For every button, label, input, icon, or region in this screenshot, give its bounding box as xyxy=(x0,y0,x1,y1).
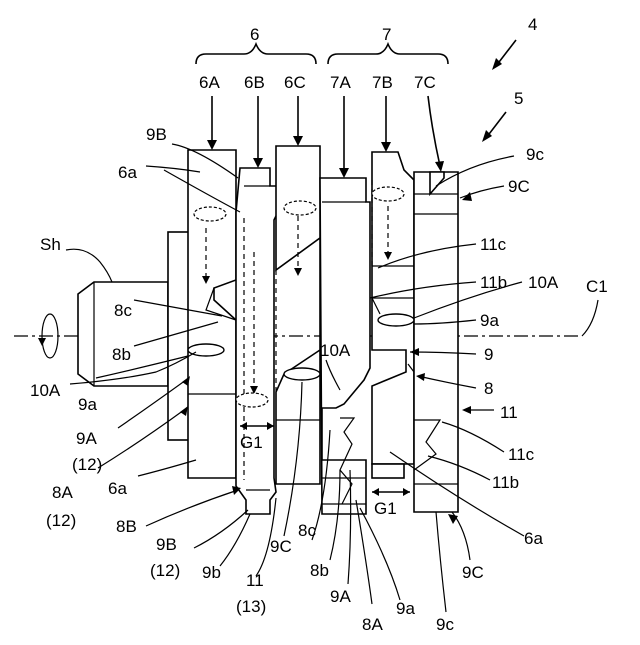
label-9A-bottom: 9A xyxy=(330,587,351,606)
tooth-7c xyxy=(414,172,458,512)
leader-8b-left xyxy=(146,490,238,526)
label-9c-top: 9c xyxy=(526,145,544,164)
shaft-sh xyxy=(78,282,168,386)
label-11b-right: 11b xyxy=(492,473,519,492)
label-paren12-a: (12) xyxy=(72,455,102,474)
label-6a-left: 6a xyxy=(108,479,127,498)
label-8A-bottom: 8A xyxy=(362,615,383,634)
label-11-right: 11 xyxy=(500,403,518,422)
label-8b-left: 8b xyxy=(112,345,131,364)
label-6: 6 xyxy=(250,25,259,44)
label-9B-top: 9B xyxy=(146,125,167,144)
label-6a-right: 6a xyxy=(524,529,543,548)
label-9a-right: 9a xyxy=(480,311,499,330)
label-g1-left: G1 xyxy=(240,433,263,452)
label-paren12-c: (12) xyxy=(150,561,180,580)
label-9b-bottom: 9b xyxy=(202,563,221,582)
arrow-6b-head-icon xyxy=(253,158,263,168)
label-7B: 7B xyxy=(372,73,393,92)
arrow-7c-head-icon xyxy=(435,161,444,172)
label-9a-bottom: 9a xyxy=(396,599,415,618)
leader-9b-bottom xyxy=(194,510,248,548)
label-9a-left: 9a xyxy=(78,395,97,414)
leader-9a-bottom2 xyxy=(360,508,400,600)
label-10A-right: 10A xyxy=(528,273,559,292)
label-8b-bottom: 8b xyxy=(310,561,329,580)
label-8c-left: 8c xyxy=(114,301,132,320)
arrow-7c-line xyxy=(428,96,440,166)
label-5: 5 xyxy=(514,89,523,108)
label-9A-left: 9A xyxy=(76,429,97,448)
tooth-6b xyxy=(236,168,278,514)
label-9c-bottom: 9c xyxy=(436,615,454,634)
label-9C-right: 9C xyxy=(462,563,484,582)
leader-9c-lower xyxy=(436,512,446,612)
label-paren13: (13) xyxy=(236,597,266,616)
arrow-7a-head-icon xyxy=(339,168,349,178)
label-10A-mid: 10A xyxy=(320,341,351,360)
label-8B-left: 8B xyxy=(116,517,137,536)
label-6A: 6A xyxy=(199,73,220,92)
label-8A-left: 8A xyxy=(52,483,73,502)
rotation-arrowhead-icon xyxy=(38,338,46,346)
label-11-bottom: 11 xyxy=(246,571,264,590)
label-11c-right: 11c xyxy=(508,445,535,464)
label-7A: 7A xyxy=(330,73,351,92)
drop-6a xyxy=(194,207,226,221)
drop-7b xyxy=(372,187,404,201)
arrow-7b-head-icon xyxy=(381,142,391,152)
label-8c-bottom: 8c xyxy=(298,521,316,540)
arrow-6c-head-icon xyxy=(293,136,303,146)
tooth-7b-foot xyxy=(372,464,404,478)
sh-leader xyxy=(66,249,112,282)
label-4: 4 xyxy=(528,15,537,34)
flow-6c-arrow-icon xyxy=(294,268,302,276)
label-g1-right: G1 xyxy=(374,499,397,518)
label-6B: 6B xyxy=(244,73,265,92)
label-6a-top: 6a xyxy=(118,163,137,182)
drop-6c xyxy=(284,201,316,215)
blob-10a-right xyxy=(378,314,414,326)
label-c1: C1 xyxy=(586,277,608,296)
label-9-right: 9 xyxy=(484,345,493,364)
label-8-right: 8 xyxy=(484,379,493,398)
drop-6b-bottom xyxy=(236,393,268,407)
tooth-6c xyxy=(276,146,320,484)
label-7: 7 xyxy=(382,25,391,44)
label-sh: Sh xyxy=(40,235,61,254)
c1-leader xyxy=(582,300,598,336)
bracket-6 xyxy=(196,44,316,64)
label-9B-bottom: 9B xyxy=(156,535,177,554)
label-9C-bottom: 9C xyxy=(270,537,292,556)
arrow-6a-head-icon xyxy=(207,140,217,150)
label-6C: 6C xyxy=(284,73,306,92)
label-11b-top: 11b xyxy=(480,273,507,292)
label-9C-top: 9C xyxy=(508,177,530,196)
label-10A-left: 10A xyxy=(30,381,61,400)
label-11c-top: 11c xyxy=(480,235,507,254)
bracket-7 xyxy=(328,44,448,64)
leader-11-head-icon xyxy=(462,406,471,414)
label-paren12-b: (12) xyxy=(46,511,76,530)
blob-10a-mid xyxy=(284,368,320,380)
label-7C: 7C xyxy=(414,73,436,92)
